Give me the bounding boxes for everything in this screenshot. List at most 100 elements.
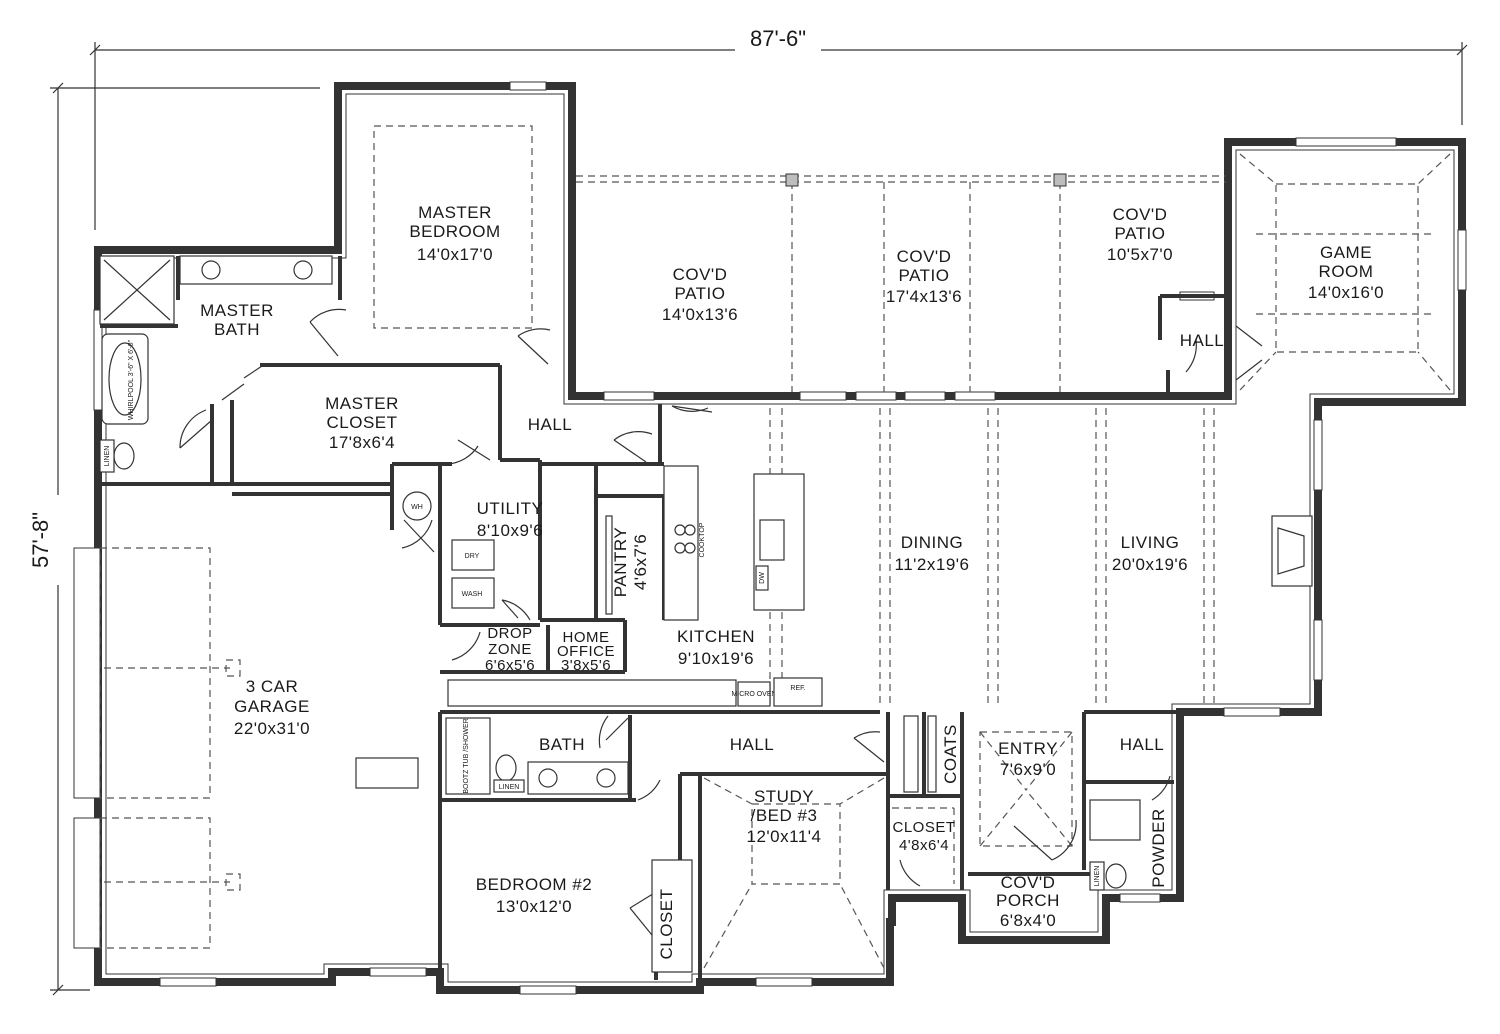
porch-name-2: PORCH (996, 891, 1060, 910)
porch-size: 6'8x4'0 (1000, 911, 1056, 930)
hall-master-label: HALL (528, 415, 573, 434)
room-master-bedroom: MASTER BEDROOM 14'0x17'0 (409, 203, 500, 264)
coats-label: COATS (941, 724, 960, 784)
room-patio-2: COV'D PATIO 17'4x13'6 (886, 247, 962, 306)
room-closet-study: CLOSET 4'8x6'4 (892, 819, 955, 854)
home-office-name-2: OFFICE (557, 643, 615, 660)
patio-1-name-2: PATIO (675, 284, 726, 303)
patio-1-size: 14'0x13'6 (662, 305, 738, 324)
washer-label: WASH (462, 591, 483, 598)
master-bath-name-2: BATH (214, 320, 260, 339)
dining-size: 11'2x19'6 (895, 555, 970, 574)
room-kitchen: KITCHEN 9'10x19'6 (677, 627, 755, 668)
room-pantry: PANTRY 4'6x7'6 (611, 527, 650, 597)
game-room-size: 14'0x16'0 (1308, 283, 1384, 302)
master-closet-size: 17'8x6'4 (329, 433, 395, 452)
study-name-2: /BED #3 (751, 806, 818, 825)
whirlpool-label: WHIRLPOOL 3'-6" X 6'-0" (128, 339, 135, 420)
linen-label-powder: LINEN (1094, 866, 1101, 887)
bedroom-2-name: BEDROOM #2 (476, 875, 592, 894)
bedroom-2-size: 13'0x12'0 (496, 897, 572, 916)
room-master-bath: MASTER BATH (200, 301, 274, 339)
entry-size: 7'6x9'0 (1000, 760, 1056, 779)
drop-zone-size: 6'6x5'6 (485, 657, 535, 674)
game-room-name-1: GAME (1320, 243, 1372, 262)
closet-bedroom-2-label: CLOSET (657, 888, 676, 959)
room-drop-zone: DROP ZONE 6'6x5'6 (485, 625, 535, 674)
refrigerator-label: REF. (790, 685, 805, 692)
linen-label-bath: LINEN (499, 784, 520, 791)
drop-zone-name-1: DROP (487, 625, 532, 642)
dashed-lines (99, 125, 1451, 969)
dishwasher-label: DW (759, 572, 766, 584)
game-room-name-2: ROOM (1319, 262, 1374, 281)
home-office-name-1: HOME (563, 629, 610, 646)
room-patio-1: COV'D PATIO 14'0x13'6 (662, 265, 738, 324)
water-heater-label: WH (411, 504, 423, 511)
closet-study-size: 4'8x6'4 (899, 837, 949, 854)
patio-3-name-2: PATIO (1115, 224, 1166, 243)
patio-1-name-1: COV'D (673, 265, 728, 284)
garage-size: 22'0x31'0 (234, 719, 310, 738)
patio-2-size: 17'4x13'6 (886, 287, 962, 306)
study-size: 12'0x11'4 (747, 827, 822, 846)
entry-name: ENTRY (998, 739, 1058, 758)
linen-label-master: LINEN (104, 446, 111, 467)
depth-dimension: 57'-8" (28, 82, 320, 996)
master-bedroom-size: 14'0x17'0 (417, 245, 493, 264)
tub-shower-label: BOOTZ TUB /SHOWER (463, 718, 470, 793)
room-dining: DINING 11'2x19'6 (895, 533, 970, 574)
master-closet-name-2: CLOSET (326, 413, 397, 432)
powder-label: POWDER (1149, 808, 1168, 888)
interior-walls (100, 256, 1230, 990)
hall-powder-label: HALL (1120, 735, 1165, 754)
master-closet-name-1: MASTER (325, 394, 399, 413)
patio-2-name-1: COV'D (897, 247, 952, 266)
patio-3-name-1: COV'D (1113, 205, 1168, 224)
room-porch: COV'D PORCH 6'8x4'0 (996, 873, 1060, 930)
porch-name-1: COV'D (1001, 873, 1056, 892)
master-bedroom-name-1: MASTER (418, 203, 492, 222)
master-bedroom-name-2: BEDROOM (409, 222, 500, 241)
windows (73, 81, 1467, 995)
kitchen-size: 9'10x19'6 (678, 649, 754, 668)
room-bedroom-2: BEDROOM #2 13'0x12'0 (476, 875, 592, 916)
garage-name-1: 3 CAR (246, 677, 299, 696)
room-patio-3: COV'D PATIO 10'5x7'0 (1107, 205, 1173, 264)
study-name-1: STUDY (754, 787, 814, 806)
room-labels: MASTER BEDROOM 14'0x17'0 MASTER BATH MAS… (200, 203, 1384, 960)
room-utility: UTILITY 8'10x9'6 (477, 499, 544, 540)
kitchen-name: KITCHEN (677, 627, 755, 646)
room-garage: 3 CAR GARAGE 22'0x31'0 (234, 677, 310, 738)
utility-size: 8'10x9'6 (477, 521, 543, 540)
hall-game-room-label: HALL (1180, 331, 1225, 350)
room-master-closet: MASTER CLOSET 17'8x6'4 (325, 394, 399, 452)
pantry-size: 4'6x7'6 (631, 534, 650, 590)
dryer-label: DRY (465, 553, 480, 560)
home-office-size: 3'8x5'6 (561, 657, 611, 674)
width-dimension: 87'-6" (89, 26, 1468, 230)
utility-name: UTILITY (477, 499, 544, 518)
living-size: 20'0x19'6 (1112, 555, 1188, 574)
master-bath-name-1: MASTER (200, 301, 274, 320)
room-study: STUDY /BED #3 12'0x11'4 (747, 787, 822, 846)
room-home-office: HOME OFFICE 3'8x5'6 (557, 629, 615, 674)
micro-oven-label: MICRO OVEN (731, 691, 776, 698)
patio-2-name-2: PATIO (899, 266, 950, 285)
door-swings (179, 308, 1263, 941)
dining-name: DINING (901, 533, 964, 552)
closet-study-name: CLOSET (892, 819, 955, 836)
depth-dimension-label: 57'-8" (28, 512, 53, 568)
room-living: LIVING 20'0x19'6 (1112, 533, 1188, 574)
room-game-room: GAME ROOM 14'0x16'0 (1308, 243, 1384, 302)
room-entry: ENTRY 7'6x9'0 (998, 739, 1058, 779)
hall-bedroom-label: HALL (730, 735, 775, 754)
cooktop-label: COOKTOP (699, 522, 706, 557)
fixtures: WHIRLPOOL 3'-6" X 6'-0" LINEN WH DRY WAS… (99, 255, 1313, 973)
drop-zone-name-2: ZONE (488, 641, 532, 658)
patio-3-size: 10'5x7'0 (1107, 245, 1173, 264)
garage-name-2: GARAGE (234, 697, 310, 716)
pantry-name: PANTRY (611, 527, 630, 597)
